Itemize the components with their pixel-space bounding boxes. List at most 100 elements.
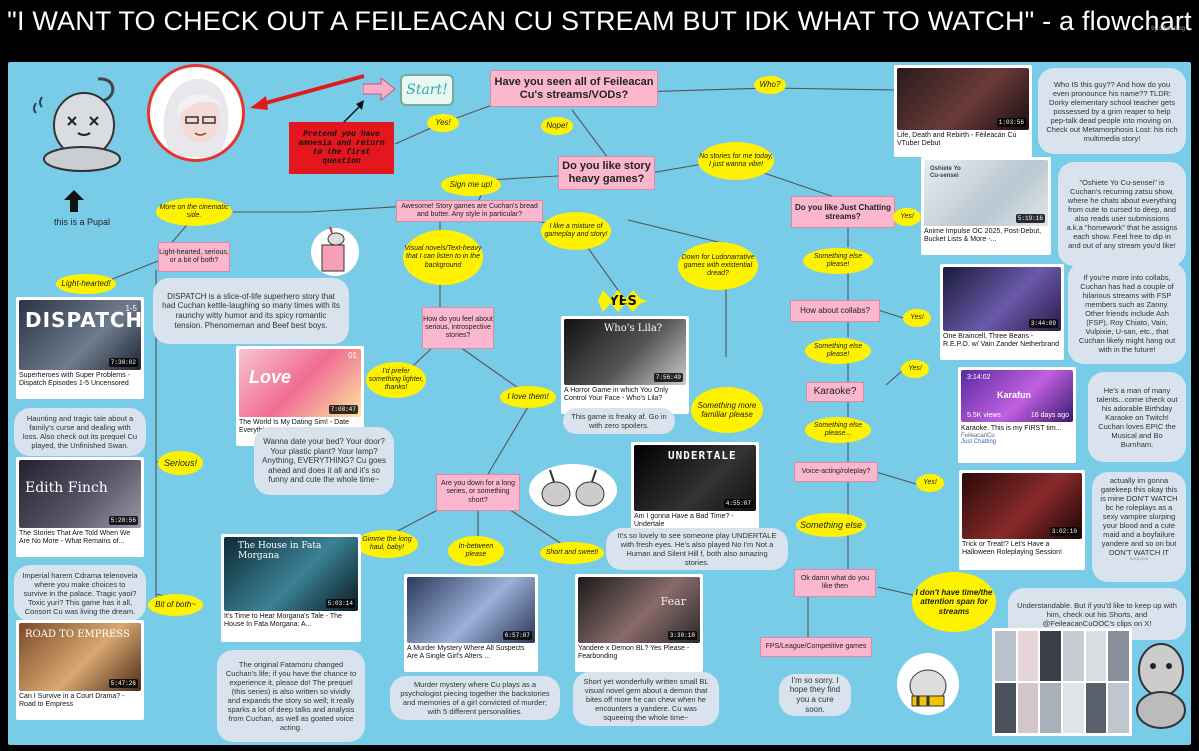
answer-light-hearted[interactable]: Light-hearted! — [56, 274, 116, 294]
thumbnail-overlay-title: ROAD TO EMPRESS — [25, 629, 130, 640]
short-thumb[interactable] — [1017, 683, 1039, 733]
video-duration: 3:30:18 — [667, 631, 697, 640]
video-card-fear[interactable]: Fear 3:30:18 Yandere x Demon BL? Yes Ple… — [575, 574, 703, 672]
answer-prefer-lighter[interactable]: I'd prefer something lighter, thanks! — [366, 362, 426, 398]
answer-love-them[interactable]: I love them! — [500, 386, 556, 408]
video-title: Life, Death and Rebirth - Féileacán Cú V… — [897, 132, 1017, 148]
category-label: Just Chatting — [961, 439, 997, 446]
short-thumb[interactable] — [1108, 683, 1129, 733]
video-title: Karaoke. This is my FIRST tim... — [961, 425, 1062, 432]
video-card-dispatch[interactable]: DISPATCH 1-5 7:30:02 Superheroes with Su… — [16, 297, 144, 399]
question-story-games[interactable]: Do you like story heavy games? — [558, 156, 655, 190]
answer-sign-me-up[interactable]: Sign me up! — [441, 174, 501, 196]
episode-label: 1-5 — [125, 304, 137, 313]
video-title: A Murder Mystery Where All Suspects Are … — [407, 645, 525, 661]
video-card-life[interactable]: 1:03:56 Life, Death and Rebirth - Féilea… — [894, 65, 1032, 157]
question-karaoke[interactable]: Karaoke? — [806, 382, 864, 402]
question-what-do-you-like[interactable]: Ok damn what do you like then — [794, 569, 876, 597]
answer-something-else-2[interactable]: Something else please! — [805, 338, 871, 364]
thumbnail-overlay-title: Fear — [660, 595, 686, 608]
connector-line — [885, 369, 904, 386]
video-title: Superheroes with Super Problems - Dispat… — [19, 372, 130, 388]
short-thumb[interactable] — [1040, 683, 1061, 733]
bubble-roleplay: actually im gonna gatekeep this okay thi… — [1092, 472, 1186, 582]
cu-portrait-icon — [163, 78, 229, 157]
answer-in-between[interactable]: In-between please — [448, 536, 504, 566]
answer-who[interactable]: Who? — [754, 76, 786, 94]
video-duration: 1:03:56 — [996, 118, 1026, 127]
short-thumb[interactable] — [1085, 683, 1107, 733]
thumbnail: ROAD TO EMPRESS 5:47:26 — [19, 623, 141, 691]
pink-arrow-icon — [363, 76, 396, 102]
answer-something-else-4[interactable]: Something else — [796, 513, 866, 537]
question-fps[interactable]: FPS/League/Competitive games — [760, 637, 872, 657]
answer-more-familiar[interactable]: Something more familiar please — [691, 387, 763, 433]
answer-yes-collabs[interactable]: Yes! — [903, 309, 931, 327]
video-card-anime[interactable]: Oshiete Yo Cu-sensei 5:19:16 Anime Impul… — [921, 157, 1051, 255]
answer-ludonarrative[interactable]: Down for Ludonarrative games with existe… — [678, 242, 758, 290]
connector-line — [487, 175, 559, 181]
video-card-road[interactable]: ROAD TO EMPRESS 5:47:26 Can I Survive in… — [16, 620, 144, 720]
connector-line — [875, 471, 917, 485]
question-voice-acting[interactable]: Voice-acting/roleplay? — [794, 462, 878, 482]
pupal-seal-icon — [33, 77, 121, 172]
flowchart-board: this is a Pupal Start! Pretend you have … — [8, 62, 1191, 745]
short-thumb[interactable] — [1085, 631, 1107, 681]
answer-bit-of-both[interactable]: Bit of both~ — [148, 594, 203, 616]
bubble-collabs: If you're more into collabs, Cuchan has … — [1068, 262, 1186, 364]
short-thumb[interactable] — [1062, 631, 1084, 681]
question-long-series[interactable]: Are you down for a long series, or somet… — [436, 474, 520, 511]
short-thumb[interactable] — [1108, 631, 1129, 681]
video-card-edith[interactable]: Edith Finch 5:20:56 The Stories That Are… — [16, 457, 144, 557]
video-card-karaoke[interactable]: 3:14:02 Karafun 5.5K views 16 days ago K… — [958, 367, 1076, 463]
pupal-mascot — [28, 67, 128, 177]
answer-serious[interactable]: Serious! — [158, 451, 203, 475]
video-card-morgana[interactable]: The House in Fata Morgana 5:03:14 It's T… — [221, 534, 361, 642]
short-thumb[interactable] — [995, 631, 1016, 681]
answer-short-sweet[interactable]: Short and sweet! — [540, 542, 604, 564]
video-card-undertale[interactable]: UNDERTALE 4:55:07 Am I gonna Have a Bad … — [631, 442, 759, 540]
short-thumb[interactable] — [995, 683, 1016, 733]
byline: by Cheeeing — [1151, 26, 1185, 32]
answer-yes-karaoke[interactable]: Yes! — [901, 360, 929, 378]
answer-no-stories[interactable]: No stories for me today, I just wanna vi… — [698, 142, 774, 180]
start-box[interactable]: Start! — [400, 74, 454, 106]
answer-visual-novels[interactable]: Visual novels/Text-heavy that I can list… — [403, 230, 483, 285]
bubble-morgana: The original Fatamoru changed Cuchan's l… — [217, 650, 365, 742]
video-title: One Braincell, Three Beans - R.E.P.O. w/… — [943, 333, 1060, 349]
answer-cinematic[interactable]: More on the cinematic side. — [156, 198, 232, 226]
short-thumb[interactable] — [1040, 631, 1061, 681]
shorts-grid[interactable] — [992, 628, 1132, 736]
answer-yes-seen[interactable]: Yes! — [427, 114, 459, 132]
video-card-trick[interactable]: 3:02:10 Trick or Treat!? Let's Have a Ha… — [959, 470, 1085, 570]
video-card-repo[interactable]: 3:44:09 One Braincell, Three Beans - R.E… — [940, 264, 1064, 360]
video-title: Am I gonna Have a Bad Time? - Undertale — [634, 513, 734, 529]
video-card-murder[interactable]: 6:57:07 A Murder Mystery Where All Suspe… — [404, 574, 538, 672]
answer-nope[interactable]: Nope! — [541, 117, 573, 135]
answer-something-else-3[interactable]: Something else please... — [805, 417, 871, 443]
video-duration-top: 3:14:02 — [967, 374, 991, 381]
question-collabs[interactable]: How about collabs? — [790, 300, 880, 322]
answer-yes-chatting[interactable]: Yes! — [893, 208, 921, 226]
bubble-edith: Haunting and tragic tale about a family'… — [14, 408, 146, 456]
thumbnail: 3:14:02 Karafun 5.5K views 16 days ago — [961, 370, 1073, 422]
thumbnail-overlay-title: DISPATCH — [25, 308, 141, 332]
question-just-chatting[interactable]: Do you like Just Chatting streams? — [791, 196, 895, 228]
episode-label: 01 — [348, 351, 357, 360]
question-introspective[interactable]: How do you feel about serious, introspec… — [422, 307, 494, 349]
short-thumb[interactable] — [1062, 683, 1084, 733]
video-duration: 3:44:09 — [1028, 319, 1058, 328]
question-seen-all[interactable]: Have you seen all of Feileacan Cu's stre… — [490, 70, 658, 107]
answer-mixture[interactable]: I like a mixture of gameplay and story! — [541, 212, 611, 250]
answer-long-haul[interactable]: Gimme the long haul, baby! — [356, 530, 418, 558]
short-thumb[interactable] — [1017, 631, 1039, 681]
question-light-serious[interactable]: Light-hearted, serious, or a bit of both… — [158, 242, 230, 272]
answer-no-time[interactable]: I don't have time/the attention span for… — [912, 572, 996, 632]
answer-yes-voice[interactable]: Yes! — [916, 474, 944, 492]
video-card-lila[interactable]: Who's Lila? 7:56:49 A Horror Game in whi… — [561, 316, 689, 414]
video-title: Anime Impulse OC 2025, Post-Debut, Bucke… — [924, 228, 1042, 244]
video-title: Trick or Treat!? Let's Have a Halloween … — [962, 541, 1063, 557]
answer-something-else-1[interactable]: Something else please! — [803, 248, 873, 274]
question-awesome-style[interactable]: Awesome! Story games are Cuchan's bread … — [396, 200, 543, 222]
video-duration: 3:02:10 — [1049, 527, 1079, 536]
